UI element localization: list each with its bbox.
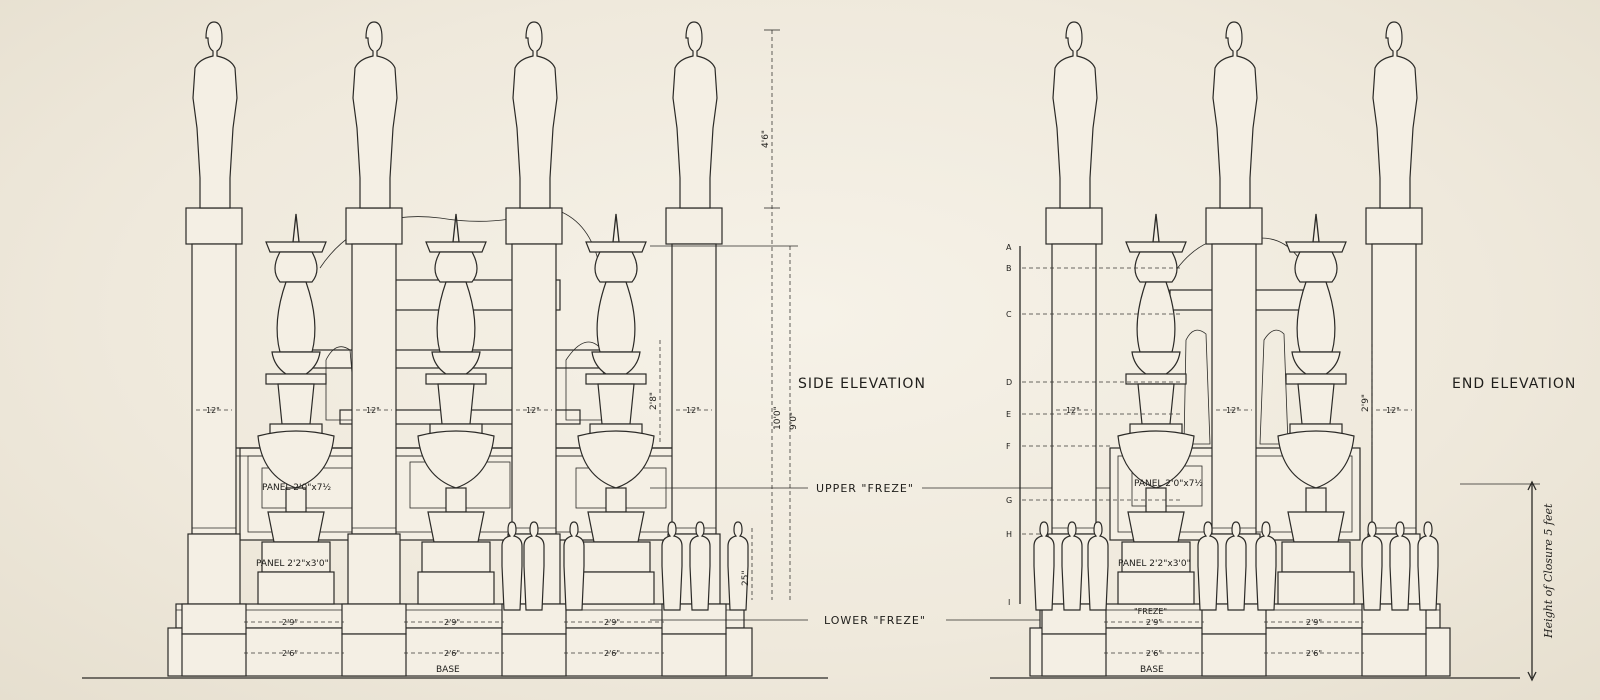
- side-span-label: 2'9": [604, 618, 620, 627]
- end-span-label: 2'6": [1306, 649, 1322, 658]
- scale-letter-g: G: [1006, 496, 1012, 505]
- end-span-label: 2'6": [1146, 649, 1162, 658]
- scale-letter-d: D: [1006, 378, 1012, 387]
- end-elevation-title: END ELEVATION: [1452, 376, 1576, 392]
- scale-letter-i: I: [1008, 598, 1010, 607]
- scale-letter-c: C: [1006, 310, 1012, 319]
- side-span-label: 2'6": [282, 649, 298, 658]
- end-panel-lower-label: PANEL 2'2"x3'0": [1118, 559, 1191, 569]
- side-col-width: 12": [686, 406, 700, 415]
- upper-freze-label: UPPER "FREZE": [816, 482, 914, 495]
- height-of-closure-note: Height of Closure 5 feet: [1542, 503, 1555, 639]
- scale-letter-f: F: [1006, 442, 1011, 451]
- end-span-label: 2'9": [1306, 618, 1322, 627]
- side-elevation: 12" 12" 12" 12" PANEL 2'0"x7½ PANEL 2'2"…: [167, 21, 926, 677]
- side-panel-upper-label: PANEL 2'0"x7½: [262, 483, 331, 493]
- end-letter-scale: A B C D E F G H I: [1006, 243, 1180, 607]
- end-col-width: 12": [1066, 406, 1080, 415]
- end-col-width-dims: 12" 12" 12": [1056, 406, 1412, 415]
- side-base-label: BASE: [436, 665, 460, 675]
- end-base-label: BASE: [1140, 665, 1164, 675]
- side-dim-9: 9'0": [789, 412, 799, 430]
- side-span-label: 2'6": [444, 649, 460, 658]
- side-col-width: 12": [366, 406, 380, 415]
- end-elevation: 12" 12" 12" PANEL 2'0"x7½ PANEL 2'2"x3'0…: [1006, 21, 1576, 682]
- scale-letter-h: H: [1006, 530, 1012, 539]
- end-col-width: 12": [1386, 406, 1400, 415]
- side-span-label: 2'9": [444, 618, 460, 627]
- side-panel-lower-label: PANEL 2'2"x3'0": [256, 559, 329, 569]
- side-dim-25: 25": [741, 570, 751, 586]
- end-span-dims: 2'9" 2'9" 2'6" 2'6": [1104, 618, 1364, 658]
- end-freze-label: "FREZE": [1134, 607, 1167, 616]
- side-col-width: 12": [206, 406, 220, 415]
- end-dim-29: 2'9": [1361, 394, 1371, 412]
- scale-letter-a: A: [1006, 243, 1012, 252]
- side-span-label: 2'6": [604, 649, 620, 658]
- side-span-dims: 2'9" 2'9" 2'9" 2'6" 2'6" 2'6": [244, 618, 664, 658]
- side-col-width-dims: 12" 12" 12" 12": [196, 406, 712, 415]
- end-span-label: 2'9": [1146, 618, 1162, 627]
- side-span-label: 2'9": [282, 618, 298, 627]
- end-col-width: 12": [1226, 406, 1240, 415]
- side-col-width: 12": [526, 406, 540, 415]
- side-dim-top: 4'6": [761, 130, 771, 148]
- side-dim-28: 2'8": [649, 392, 659, 410]
- lower-freze-label: LOWER "FREZE": [824, 614, 926, 627]
- side-dim-10: 10'0": [773, 406, 783, 430]
- side-elevation-title: SIDE ELEVATION: [798, 376, 926, 392]
- end-panel-upper-label: PANEL 2'0"x7½: [1134, 479, 1203, 489]
- scale-letter-e: E: [1006, 410, 1011, 419]
- scale-letter-b: B: [1006, 264, 1012, 273]
